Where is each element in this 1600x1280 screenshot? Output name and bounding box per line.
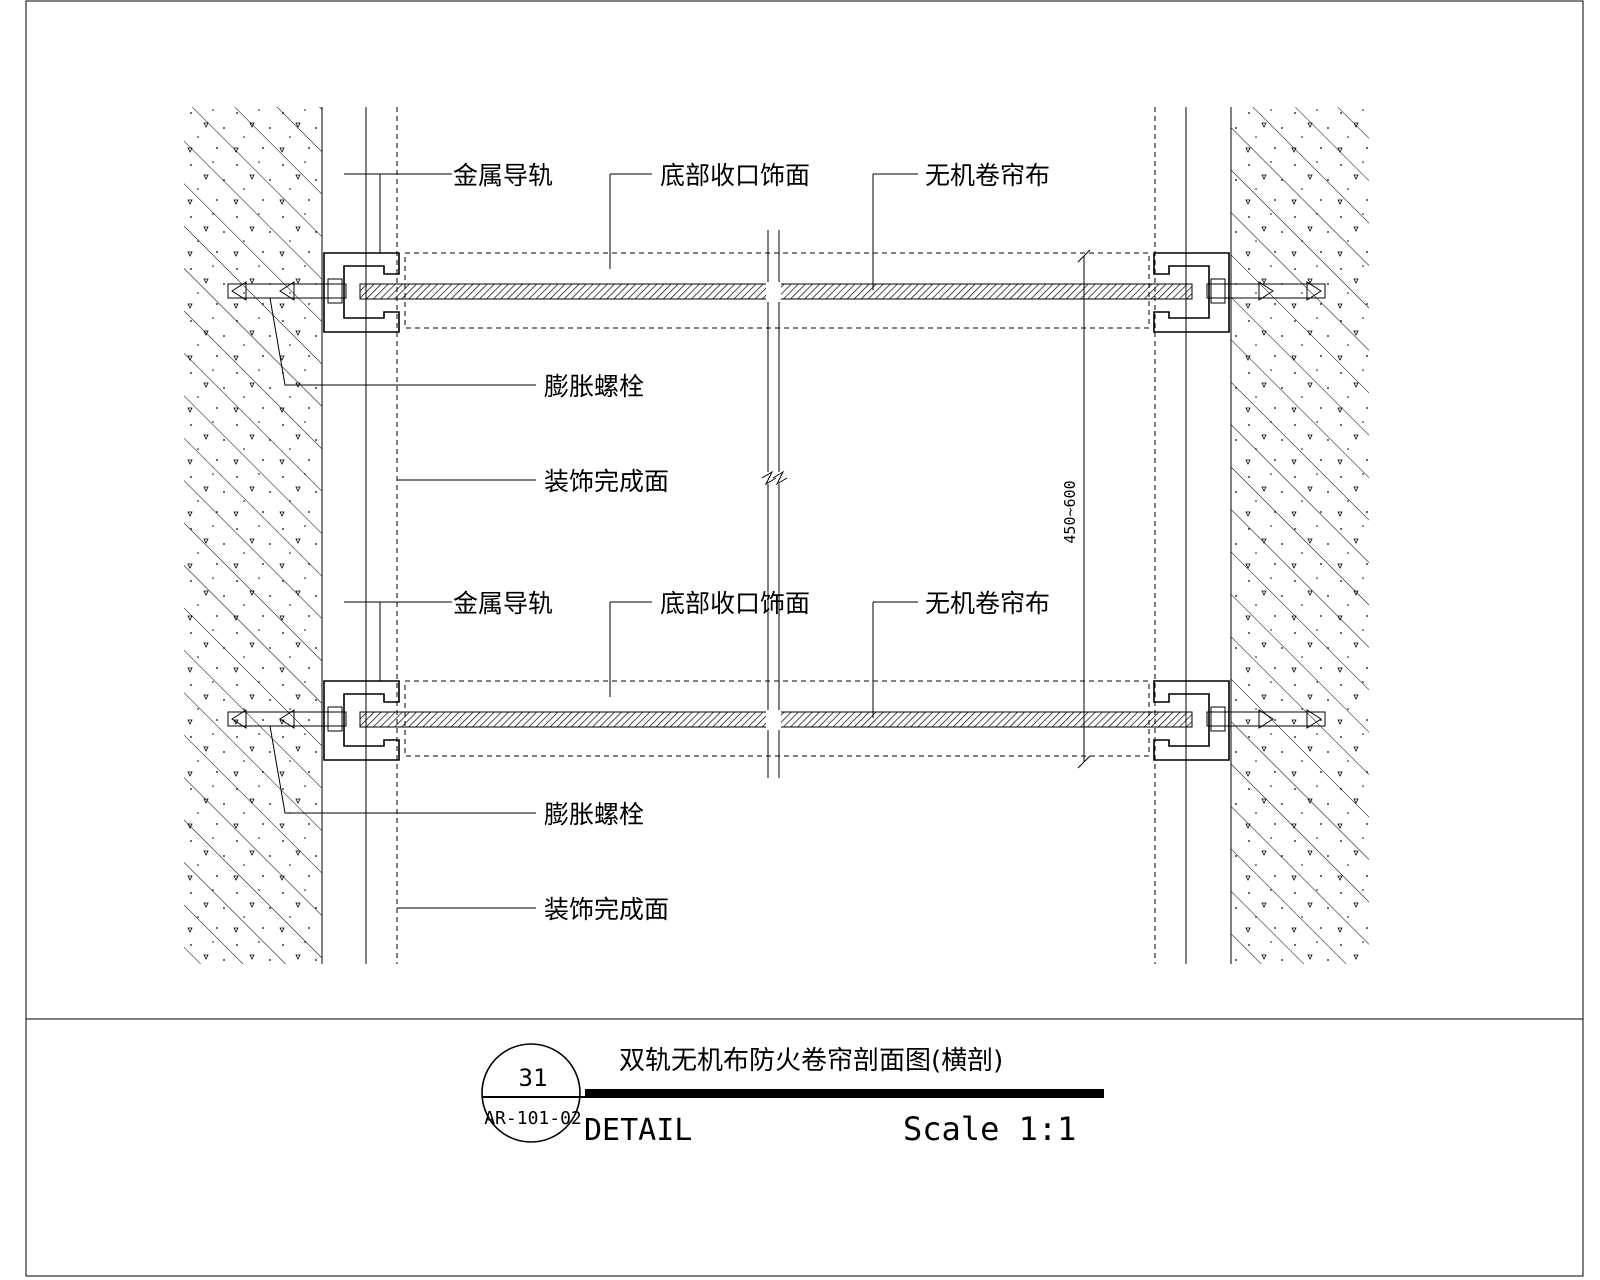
left-expansion-bolt-upper xyxy=(227,278,347,304)
left-expansion-bolt-lower xyxy=(227,706,347,732)
detail-word: DETAIL xyxy=(584,1113,692,1148)
break-line xyxy=(761,230,788,778)
detail-number: 31 xyxy=(519,1064,548,1092)
label-metal-rail-lower: 金属导轨 xyxy=(453,589,553,618)
label-metal-rail-upper: 金属导轨 xyxy=(453,161,553,190)
title-block: 双轨无机布防火卷帘剖面图(横剖) 31 AR-101-02 DETAIL Sca… xyxy=(481,1043,1104,1148)
right-metal-rail-lower xyxy=(1153,680,1230,761)
label-expansion-bolt-lower: 膨胀螺栓 xyxy=(544,800,644,829)
finish-lines xyxy=(365,107,1187,964)
rail-assembly-upper xyxy=(227,173,1326,481)
rail-assembly-lower xyxy=(227,601,1326,909)
left-metal-rail-upper xyxy=(323,252,400,333)
dimension-line xyxy=(1077,249,1091,769)
right-expansion-bolt-upper xyxy=(1206,278,1326,304)
label-finish-surface-lower: 装饰完成面 xyxy=(544,895,669,924)
label-bottom-trim-lower: 底部收口饰面 xyxy=(660,589,810,618)
right-expansion-bolt-lower xyxy=(1206,706,1326,732)
sheet-reference: AR-101-02 xyxy=(484,1108,582,1129)
detail-bubble xyxy=(481,1043,581,1143)
dimension-text: 450~600 xyxy=(1061,480,1079,543)
label-inorganic-cloth-lower: 无机卷帘布 xyxy=(925,589,1050,618)
left-metal-rail-lower xyxy=(323,680,400,761)
label-bottom-trim-upper: 底部收口饰面 xyxy=(660,161,810,190)
label-finish-surface-upper: 装饰完成面 xyxy=(544,467,669,496)
right-concrete-wall xyxy=(1230,107,1369,964)
left-concrete-wall xyxy=(184,107,323,964)
right-metal-rail-upper xyxy=(1153,252,1230,333)
label-inorganic-cloth-upper: 无机卷帘布 xyxy=(925,161,1050,190)
title-text: 双轨无机布防火卷帘剖面图(横剖) xyxy=(619,1046,1003,1076)
scale-text: Scale 1:1 xyxy=(903,1110,1076,1148)
label-expansion-bolt-upper: 膨胀螺栓 xyxy=(544,372,644,401)
sheet-border xyxy=(25,0,1584,1277)
